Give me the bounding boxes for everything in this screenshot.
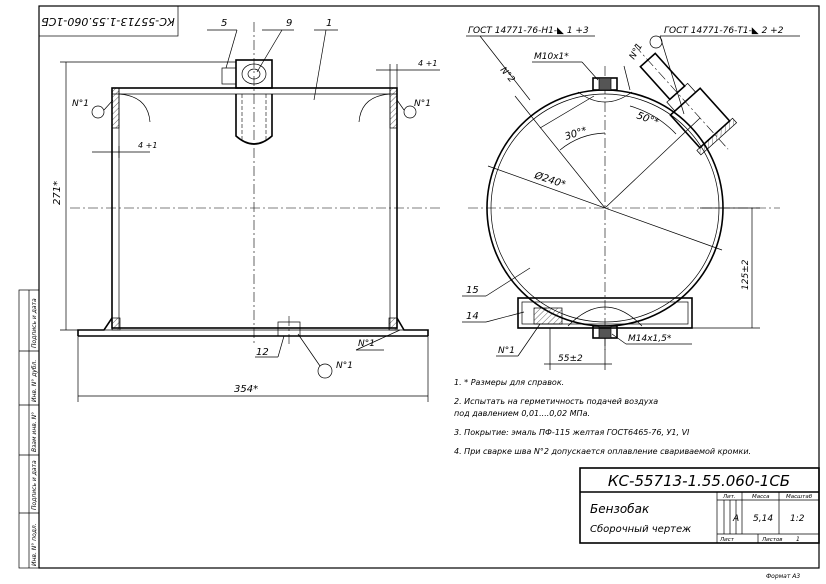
position-label: 12 [256,347,269,358]
doc-type: Сборочный чертеж [590,523,691,535]
position-label: 1 [326,18,332,29]
dimension-label: 55±2 [558,354,583,364]
angle-label: 50°* [635,110,660,128]
sheets-label: Листов [761,537,783,543]
scale-value: 1:2 [790,514,805,524]
top-stamp: КС-55713-1.55.060-1СБ [38,5,179,37]
strip-label: Подпись и дата [31,460,38,510]
weld-mark: N°1 [358,339,375,349]
weld-mark: N°1 [628,42,645,62]
note-line: 4. При сварке шва N°2 допускается оплавл… [454,447,751,456]
dimension-label: 125±2 [741,259,751,290]
note-line: 2. Испытать на герметичность подачей воз… [454,397,658,406]
dimension-label: 271* [52,181,63,205]
doc-code: КС-55713-1.55.060-1СБ [608,472,790,490]
dimension-label: 4 +1 [138,141,157,150]
title-block [579,467,820,544]
product-name: Бензобак [590,502,650,516]
technical-notes: 1. * Размеры для справок. 2. Испытать на… [454,378,751,456]
side-strip: Подпись и дата Инв. N° дубл. Взам инв. N… [31,298,38,566]
sheet-label: Лист [719,537,735,543]
strip-label: Взам инв. N° [31,412,38,452]
title-block-text: КС-55713-1.55.060-1СБ Бензобак Сборочный… [590,472,813,543]
mass-value: 5,14 [753,514,773,524]
column-header: Масштаб [786,494,813,500]
strip-label: Инв. N° дубл. [31,360,38,402]
weld-reference: ГОСТ 14771-76-Т1-◣ 2 +2 [664,26,784,36]
weld-mark: N°1 [72,99,89,109]
lit-value: А [732,514,739,524]
sheets-count: 1 [796,536,800,543]
diameter-label: Ø240* [532,169,567,191]
position-label: 9 [286,18,292,29]
position-label: 14 [466,311,479,322]
column-header: Масса [752,494,770,500]
thread-label: M10x1* [534,52,569,62]
strip-label: Инв. N° подл. [31,523,38,566]
weld-mark: N°1 [414,99,431,109]
note-line: под давлением 0,01....0,02 МПа. [454,409,590,418]
dimension-label: 354* [234,384,258,395]
note-line: 3. Покрытие: эмаль ПФ-115 желтая ГОСТ646… [454,428,690,437]
front-view-labels: 5 9 1 12 N°1 N°1 N°1 N°1 271* 354* 4 +1 … [52,18,437,395]
weld-mark: N°2 [498,66,517,86]
drawing-frame [18,5,820,569]
angle-label: 30°* [564,125,589,142]
side-view-labels: ГОСТ 14771-76-Н1-◣ 1 +3 ГОСТ 14771-76-Т1… [466,26,784,364]
note-line: 1. * Размеры для справок. [454,378,564,387]
format-label: Формат А3 [766,573,800,580]
side-view [462,35,800,370]
dimension-label: 4 +1 [418,59,437,68]
weld-reference: ГОСТ 14771-76-Н1-◣ 1 +3 [468,26,589,36]
strip-label: Подпись и дата [31,298,38,348]
position-label: 5 [221,18,227,29]
position-label: 15 [466,285,479,296]
column-header: Лит. [722,494,736,500]
thread-label: M14x1,5* [628,334,672,344]
front-view [60,22,440,402]
top-stamp-code: КС-55713-1.55.060-1СБ [41,15,175,28]
weld-mark: N°1 [336,361,353,371]
weld-mark: N°1 [498,346,515,356]
